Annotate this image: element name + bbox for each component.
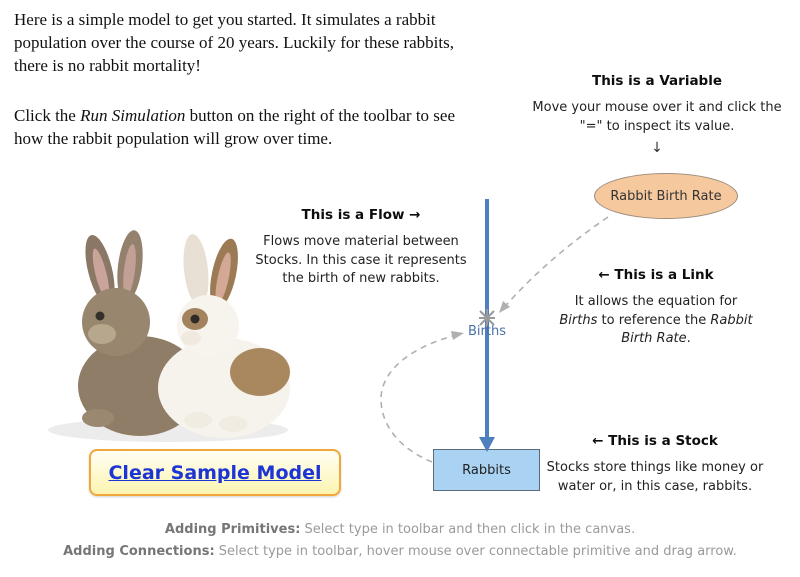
variable-note: This is a Variable Move your mouse over … (532, 72, 782, 159)
link-note-title: ← This is a Link (598, 267, 714, 283)
link-arrowhead-icon (499, 301, 510, 313)
variable-note-body: Move your mouse over it and click the "=… (532, 100, 782, 134)
stock-label: Rabbits (462, 462, 511, 478)
flow-births-label[interactable]: Births (468, 324, 506, 339)
variable-rabbit-birth-rate[interactable]: Rabbit Birth Rate (594, 173, 738, 219)
down-arrow-icon: ↓ (651, 140, 663, 157)
flow-note-title: This is a Flow → (301, 207, 421, 223)
births-mention: Births (559, 312, 598, 328)
footer-adding-primitives-text: Select type in toolbar and then click in… (300, 522, 636, 537)
flow-note-body: Flows move material between Stocks. In t… (255, 234, 467, 287)
run-simulation-mention: Run Simulation (80, 106, 186, 125)
link-note-body: It allows the equation for Births to ref… (556, 293, 756, 348)
clear-sample-model-button[interactable]: Clear Sample Model (89, 449, 341, 496)
intro-paragraph-1: Here is a simple model to get you starte… (14, 10, 454, 76)
clear-sample-model-button-label: Clear Sample Model (108, 461, 322, 484)
intro-paragraph-2-before: Click the (14, 106, 81, 125)
rabbit-photo (48, 230, 290, 442)
rabbit-birth-rate-mention: Rabbit Birth Rate (621, 312, 753, 347)
right-rabbit-illustration (158, 234, 290, 438)
footer-adding-connections-text: Select type in toolbar, hover mouse over… (214, 544, 737, 559)
link-note: ← This is a Link It allows the equation … (556, 266, 756, 349)
link-note-body-before: It allows the equation for (574, 294, 738, 310)
intro-paragraph-2: Click the Run Simulation button on the r… (14, 104, 476, 150)
footer-adding-connections: Adding Connections: Select type in toolb… (0, 544, 800, 559)
link-note-body-middle: to reference the (597, 312, 711, 328)
intro-paragraph-2-after: button on the right of the toolbar to se… (14, 106, 456, 149)
stock-note: ← This is a Stock Stocks store things li… (546, 432, 764, 496)
stock-rabbits[interactable]: Rabbits (433, 449, 540, 491)
variable-note-title: This is a Variable (591, 73, 723, 89)
footer-adding-primitives-label: Adding Primitives: (164, 522, 301, 537)
link-note-body-after: . (686, 331, 691, 347)
footer-adding-primitives: Adding Primitives: Select type in toolba… (0, 522, 800, 537)
variable-label: Rabbit Birth Rate (610, 188, 722, 204)
footer-adding-connections-label: Adding Connections: (63, 544, 215, 559)
flow-note: This is a Flow → Flows move material bet… (246, 206, 476, 289)
stock-note-title: ← This is a Stock (592, 433, 718, 449)
stock-note-body: Stocks store things like money or water … (546, 460, 764, 494)
link-stock-to-flow (380, 334, 457, 463)
